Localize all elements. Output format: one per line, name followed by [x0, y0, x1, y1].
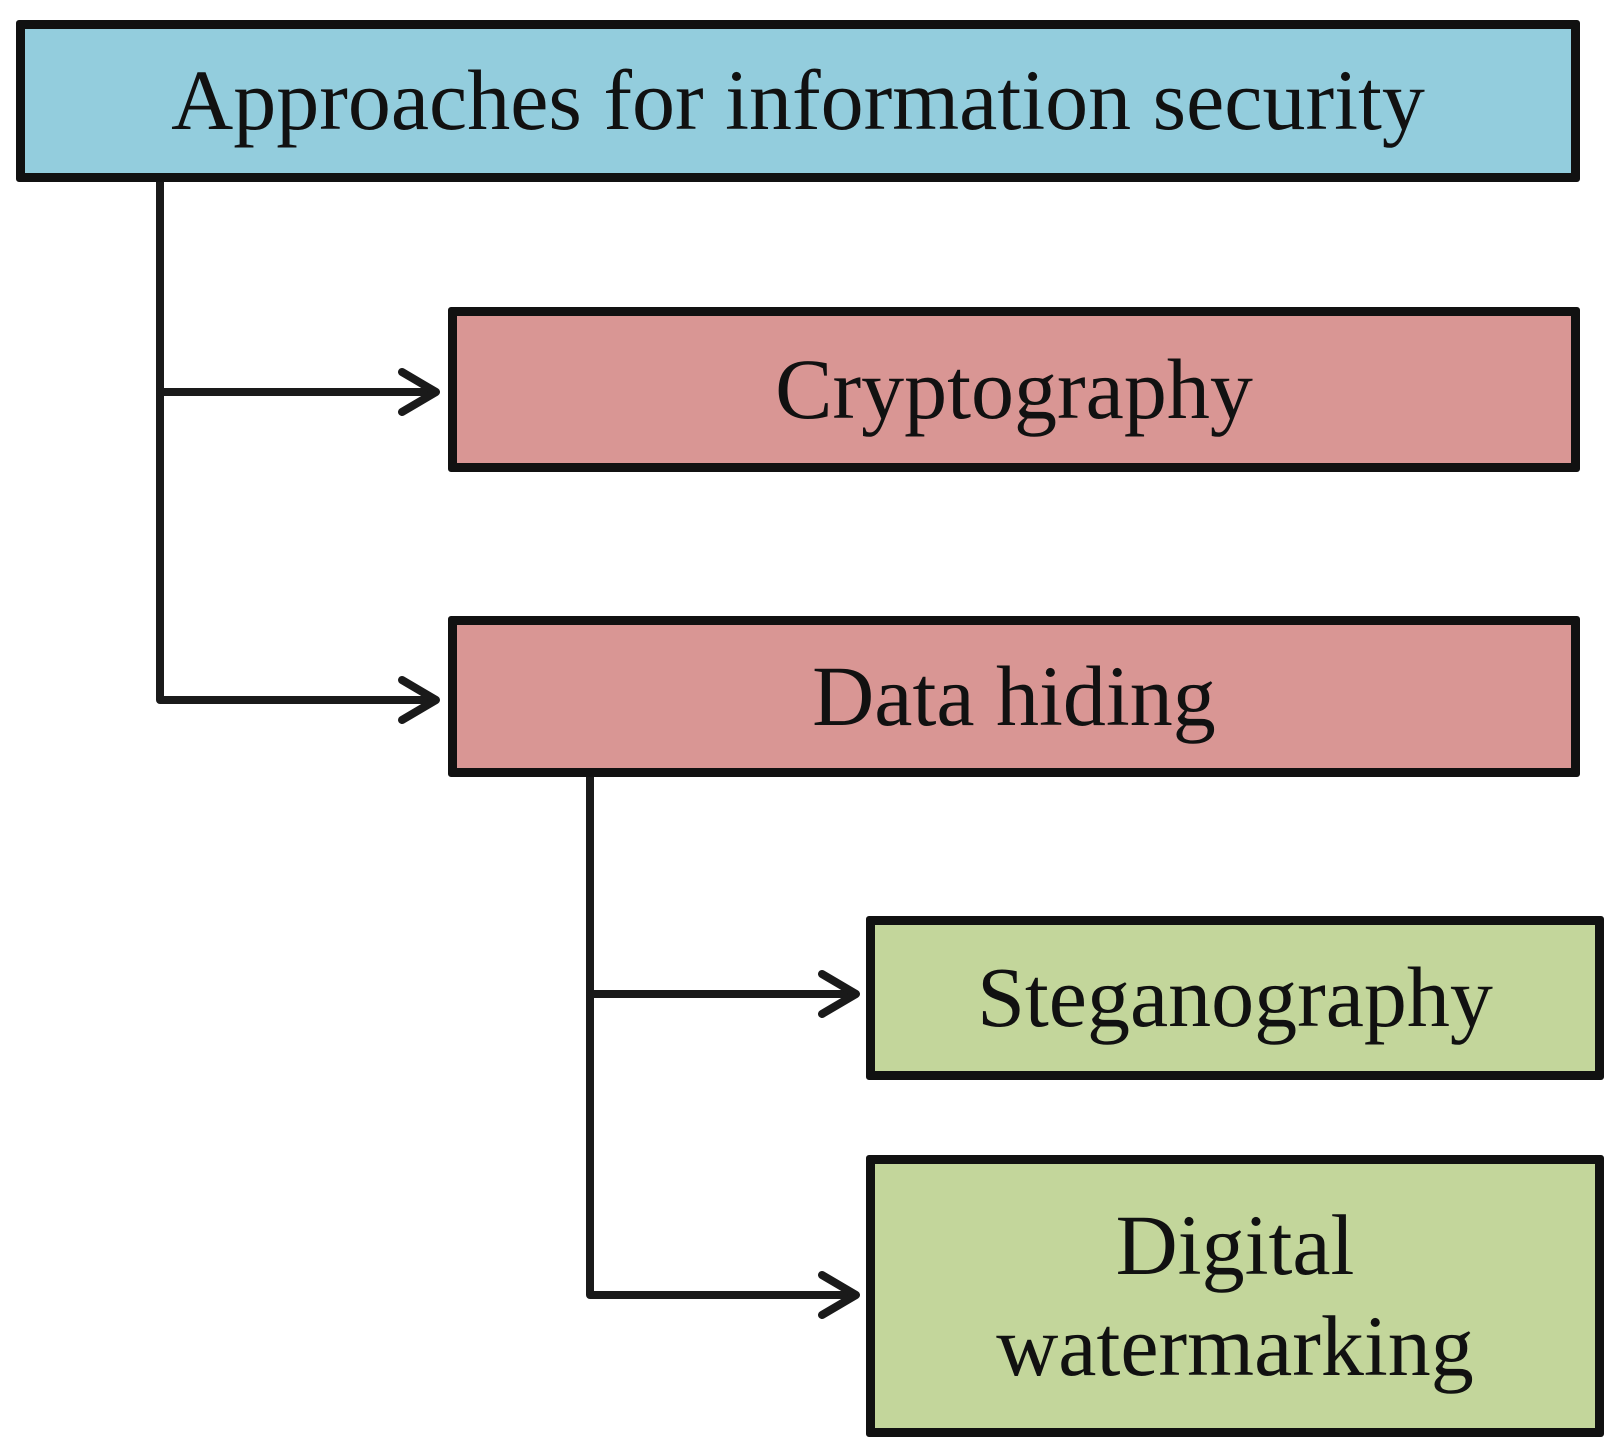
steganography-node-label: Steganography — [977, 949, 1493, 1046]
arrowhead-steganography — [818, 970, 860, 1018]
data-hiding-node-label: Data hiding — [812, 647, 1216, 744]
steganography-node-box: Steganography — [866, 916, 1604, 1080]
data-hiding-trunk-line — [586, 773, 856, 1299]
digital-watermarking-node-box: Digital watermarking — [866, 1155, 1604, 1437]
cryptography-node-box: Cryptography — [448, 307, 1580, 472]
root-trunk-line — [156, 178, 436, 704]
root-node-label: Approaches for information security — [171, 52, 1425, 149]
data-hiding-node-box: Data hiding — [448, 616, 1580, 777]
arrowhead-data-hiding — [398, 676, 440, 724]
digital-watermarking-node-label: Digital watermarking — [996, 1196, 1474, 1394]
arrowhead-digital-watermarking — [818, 1271, 860, 1319]
cryptography-node-label: Cryptography — [775, 340, 1253, 437]
arrowhead-cryptography — [398, 368, 440, 416]
root-node-box: Approaches for information security — [16, 20, 1580, 182]
